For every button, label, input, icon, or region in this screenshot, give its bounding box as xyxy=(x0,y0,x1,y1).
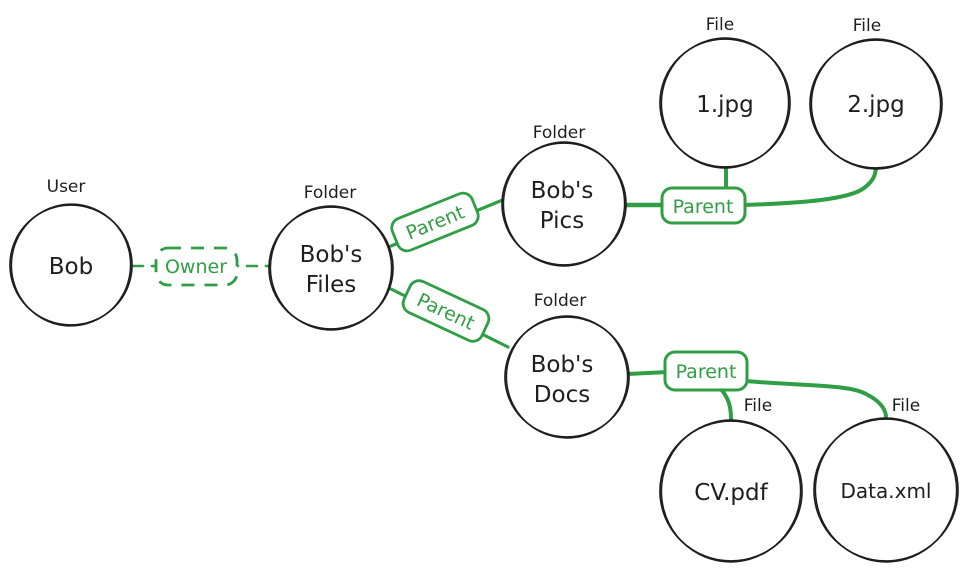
node-type-label: Folder xyxy=(304,183,357,203)
node-bobs-docs: Folder Bob's Docs xyxy=(504,291,630,439)
parent-label-box xyxy=(390,191,480,253)
node-type-label: File xyxy=(744,396,772,416)
edge-to-cvpdf-line xyxy=(719,387,733,421)
node-circle-overdraw xyxy=(505,315,629,439)
node-circle-overdraw xyxy=(814,417,958,563)
node-circle xyxy=(659,38,791,168)
parent-label-text: Parent xyxy=(673,196,734,218)
edge-label-parent-pics-files: Parent xyxy=(660,186,747,225)
node-type-label: File xyxy=(853,16,881,36)
node-circle xyxy=(501,142,627,266)
node-circle-overdraw xyxy=(810,38,942,170)
node-circle xyxy=(9,204,133,326)
edge-label-parent-docs-files: Parent xyxy=(663,350,749,392)
parent-label-box xyxy=(663,350,749,392)
parent-label-box xyxy=(401,279,491,343)
node-type-label: Folder xyxy=(533,123,586,143)
node-name-line1: Bob's xyxy=(531,178,594,204)
node-name: Data.xml xyxy=(841,479,932,503)
node-bobs-files: Folder Bob's Files xyxy=(268,183,394,331)
node-circle-overdraw xyxy=(269,205,393,331)
node-circle-overdraw xyxy=(660,419,802,563)
edge-docs-children-line xyxy=(626,370,670,376)
owner-label-text: Owner xyxy=(165,256,227,278)
node-circle xyxy=(813,418,959,562)
node-circle-overdraw xyxy=(502,141,626,267)
node-type-label: File xyxy=(706,15,734,35)
node-type-label: User xyxy=(47,177,86,197)
node-circle xyxy=(659,420,803,562)
edge-label-owner: Owner xyxy=(154,246,239,287)
node-name-line2: Docs xyxy=(534,382,590,408)
node-2jpg: File 2.jpg xyxy=(809,16,943,170)
node-bobs-pics: Folder Bob's Pics xyxy=(501,123,627,267)
node-name: 2.jpg xyxy=(847,92,905,118)
edge-label-parent-docs: Parent xyxy=(401,279,491,343)
node-name-line1: Bob's xyxy=(531,352,594,378)
owner-label-box xyxy=(154,246,239,287)
edge-label-parent-pics: Parent xyxy=(390,191,480,253)
parent-label-box xyxy=(660,186,747,225)
parent-label-text: Parent xyxy=(676,361,737,383)
node-cvpdf: File CV.pdf xyxy=(659,396,803,563)
node-circle-overdraw xyxy=(660,37,790,169)
node-1jpg: File 1.jpg xyxy=(659,15,791,169)
node-name: Bob xyxy=(49,254,93,280)
node-dataxml: File Data.xml xyxy=(813,396,959,563)
node-circle xyxy=(504,316,630,438)
node-circle-overdraw xyxy=(10,203,132,327)
node-bob: User Bob xyxy=(9,177,133,327)
node-name-line1: Bob's xyxy=(300,242,363,268)
node-name: CV.pdf xyxy=(694,480,768,506)
node-name-line2: Files xyxy=(306,272,356,298)
node-type-label: Folder xyxy=(534,291,587,311)
node-name-line2: Pics xyxy=(540,208,584,234)
edge-to-dataxml-line xyxy=(744,379,888,418)
node-circle xyxy=(809,39,943,169)
node-circle xyxy=(268,206,394,330)
node-name: 1.jpg xyxy=(696,92,754,118)
node-type-label: File xyxy=(892,396,920,416)
edge-to-2jpg-line xyxy=(742,164,878,207)
